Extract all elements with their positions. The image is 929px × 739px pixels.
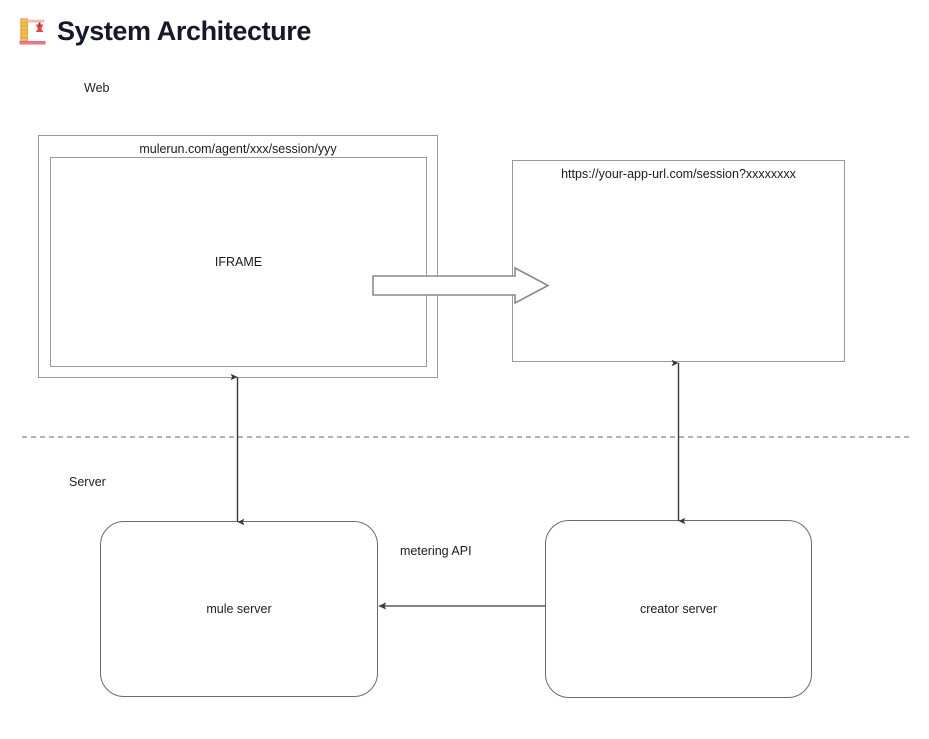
browser-url-text: mulerun.com/agent/xxx/session/yyy: [139, 142, 337, 156]
mule-server-label: mule server: [206, 602, 272, 616]
creator-app-window-box: https://your-app-url.com/session?xxxxxxx…: [512, 160, 845, 362]
creator-app-url-text: https://your-app-url.com/session?xxxxxxx…: [561, 167, 796, 181]
iframe-box: IFRAME: [50, 157, 427, 367]
server-zone-label: Server: [69, 475, 106, 489]
mule-server-node: mule server: [100, 521, 378, 697]
iframe-label: IFRAME: [214, 255, 263, 269]
construction-emoji-icon: [19, 18, 46, 45]
page-title: System Architecture: [57, 15, 312, 46]
metering-api-label: metering API: [400, 544, 472, 558]
page-header: System Architecture: [18, 10, 311, 52]
web-zone-label: Web: [84, 81, 110, 95]
creator-server-node: creator server: [545, 520, 812, 698]
creator-server-label: creator server: [639, 602, 718, 616]
